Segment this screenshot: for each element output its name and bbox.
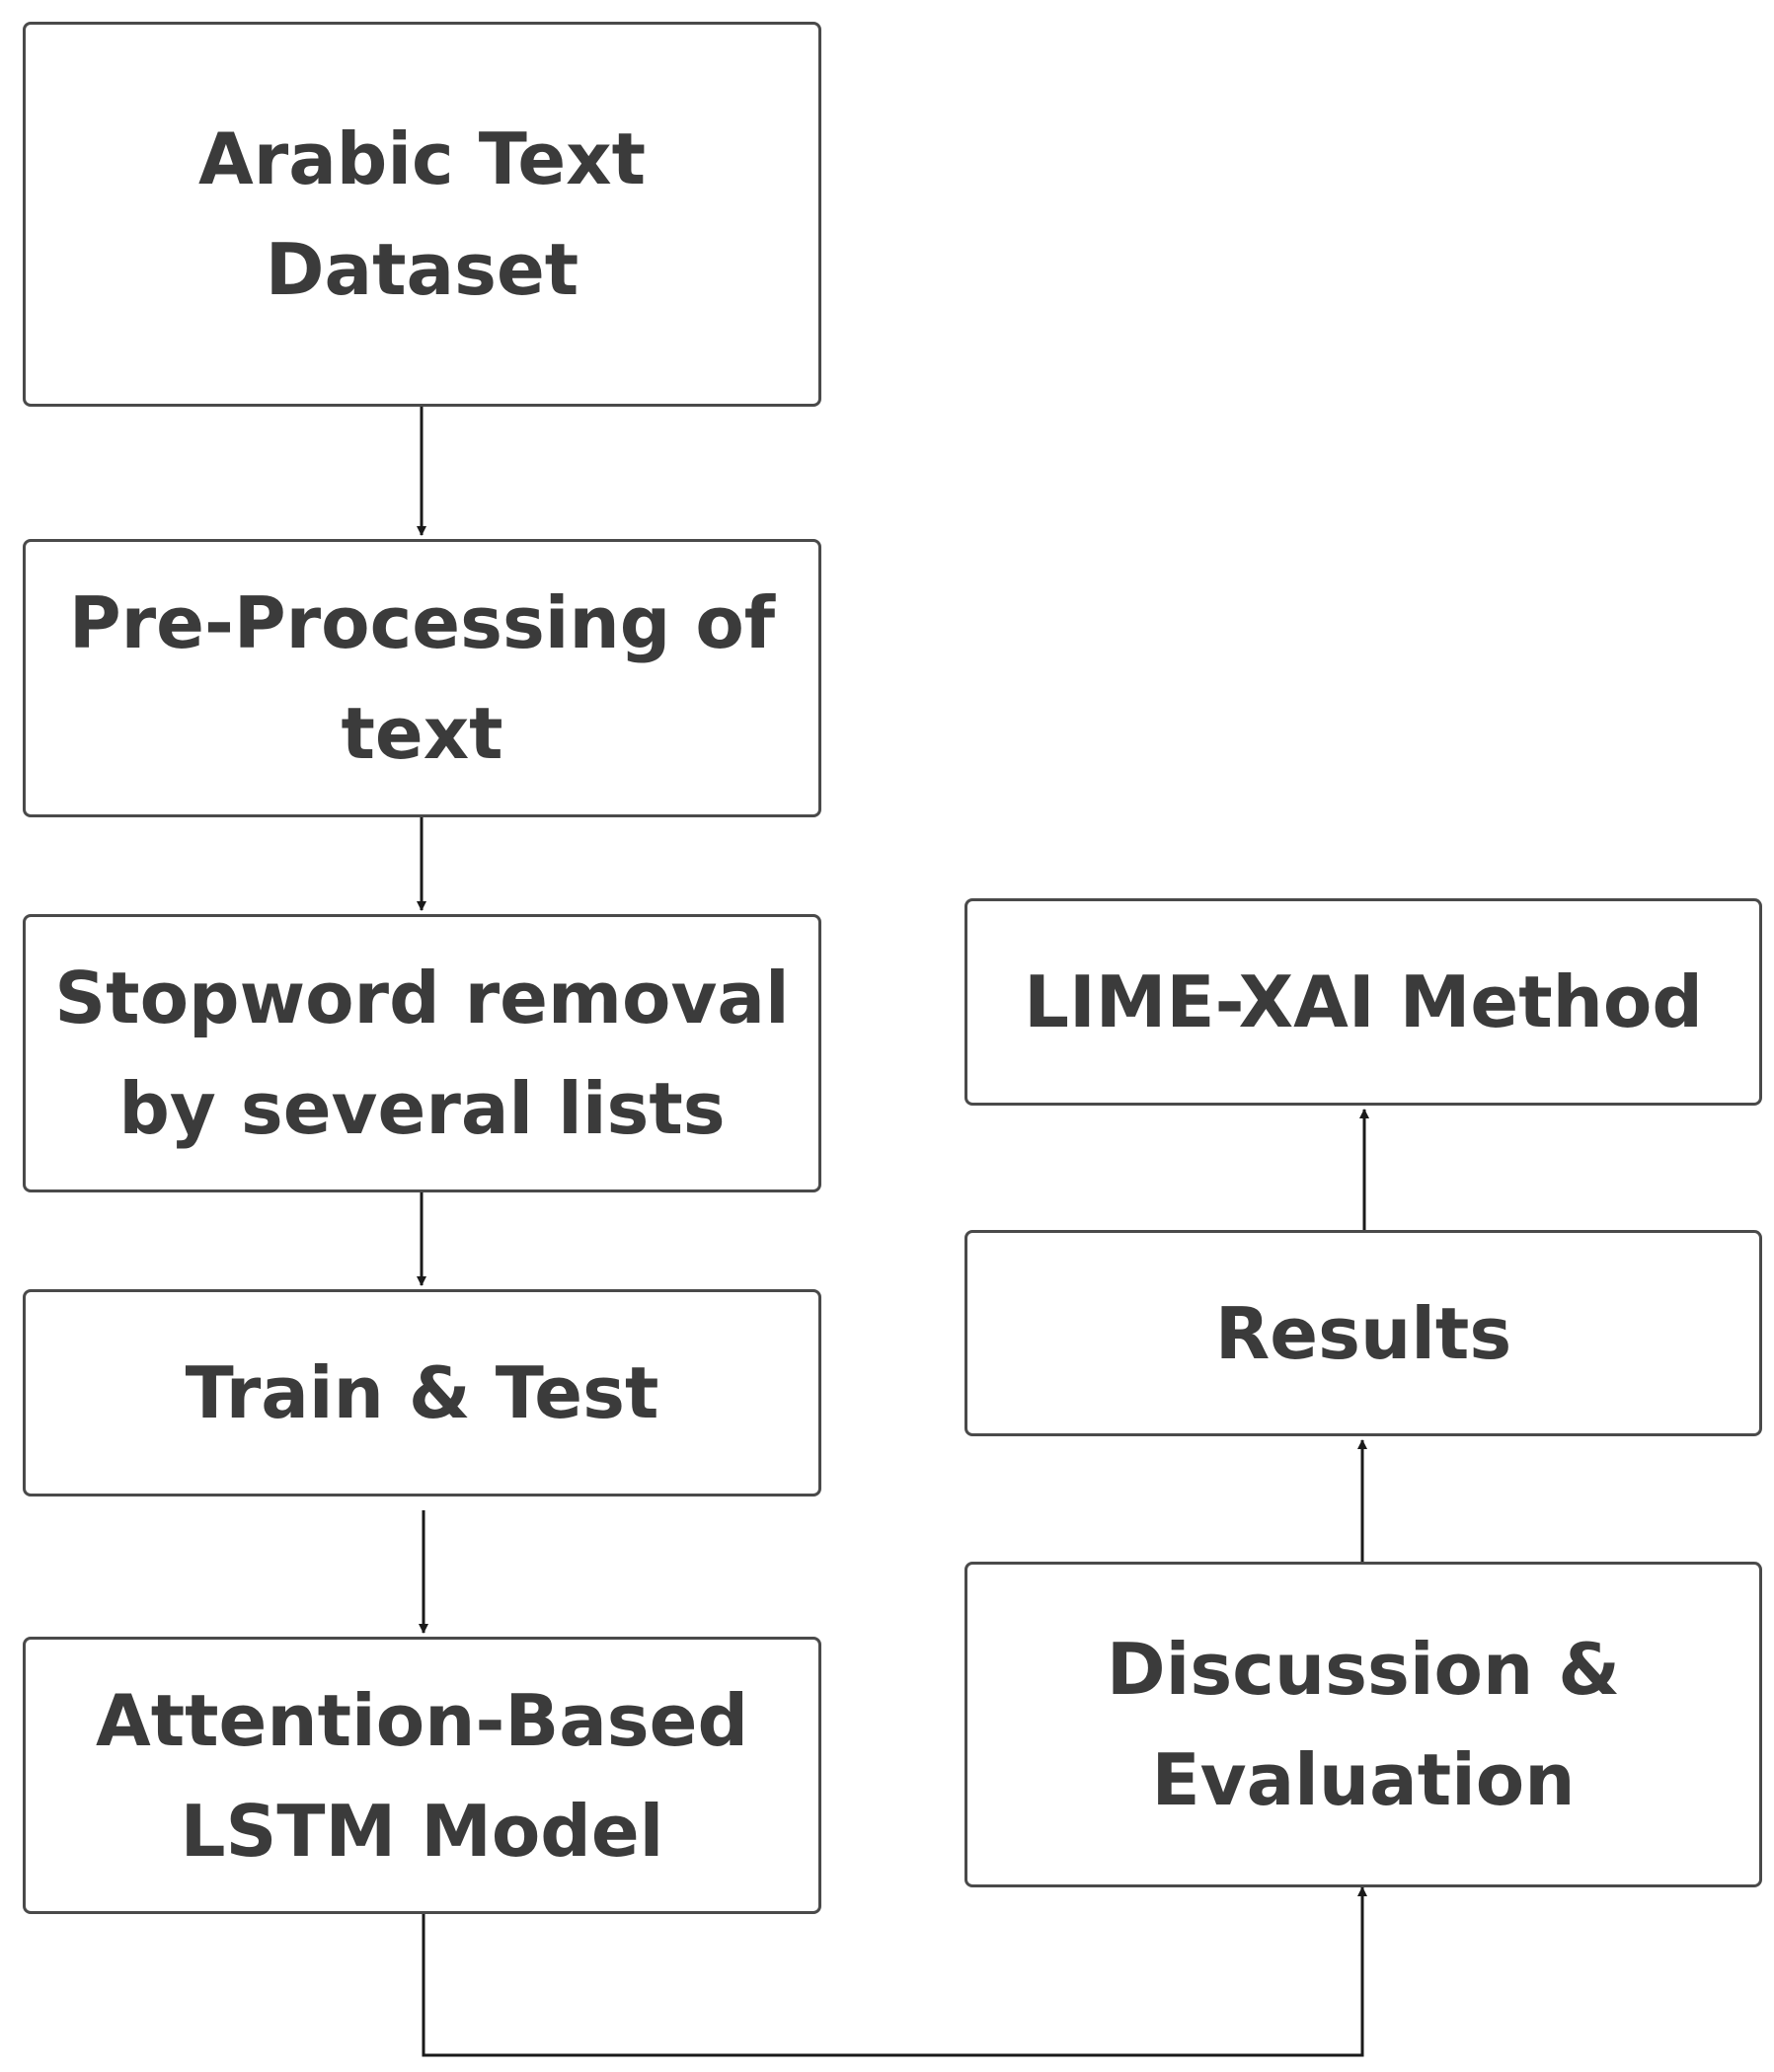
node-stopword-removal: Stopword removal by several lists <box>23 914 821 1192</box>
node-label-line: Evaluation <box>1151 1738 1576 1821</box>
node-lime-xai-method: LIME-XAI Method <box>964 898 1762 1106</box>
node-discussion-evaluation: Discussion & Evaluation <box>964 1562 1762 1887</box>
node-results: Results <box>964 1230 1762 1436</box>
node-label-line: Arabic Text <box>197 117 647 200</box>
node-label-line: Discussion & <box>1106 1628 1621 1711</box>
node-label-line: Attention-Based <box>95 1678 749 1762</box>
node-arabic-text-dataset: Arabic Text Dataset <box>23 22 821 407</box>
node-pre-processing: Pre-Processing of text <box>23 539 821 817</box>
node-label-line: text <box>341 692 503 775</box>
node-label-line: Pre-Processing of <box>68 581 776 664</box>
node-label-line: Results <box>1214 1291 1512 1375</box>
node-label-line: LSTM Model <box>180 1789 664 1873</box>
node-label-line: Dataset <box>265 228 579 311</box>
node-train-test: Train & Test <box>23 1289 821 1496</box>
node-label-line: Train & Test <box>185 1351 659 1434</box>
node-attention-lstm-model: Attention-Based LSTM Model <box>23 1637 821 1914</box>
node-label-line: LIME-XAI Method <box>1024 960 1703 1043</box>
node-label-line: Stopword removal <box>54 957 790 1039</box>
node-label-line: by several lists <box>118 1067 726 1150</box>
arrow-model-to-discussion <box>422 1886 1367 2057</box>
